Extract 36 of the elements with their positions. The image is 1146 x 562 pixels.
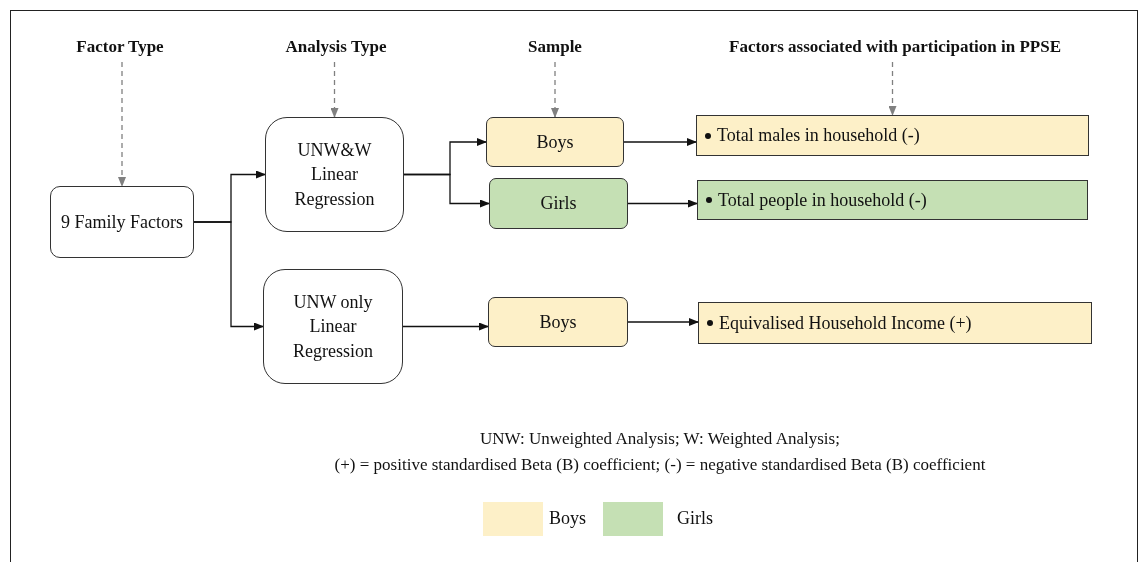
- box-text: Girls: [540, 192, 577, 216]
- note-text: UNW: Unweighted Analysis; W: Weighted Analysis;: [479, 429, 841, 449]
- result-box: [697, 180, 1088, 220]
- dashed-arrow: [330, 61, 339, 118]
- legend-label: Boys: [549, 508, 586, 529]
- box-text: UNW&W Linear Regression: [293, 139, 376, 211]
- box-text: Boys: [539, 310, 577, 334]
- box-text: Boys: [536, 130, 574, 154]
- box-text: UNW only Linear Regression: [292, 291, 374, 363]
- arrow: [402, 322, 489, 331]
- sample-box: [489, 178, 628, 229]
- box-text: Equivalised Household Income (+): [719, 311, 972, 335]
- box-text: 9 Family Factors: [61, 210, 183, 234]
- column-heading: Sample: [505, 36, 605, 58]
- arrow: [403, 173, 490, 208]
- sample-box: [486, 117, 624, 167]
- result-box: [696, 115, 1089, 156]
- dashed-arrow: [888, 61, 897, 116]
- column-heading: Factors associated with participation in PPSE: [680, 36, 1110, 58]
- column-heading: Analysis Type: [256, 36, 416, 58]
- arrow: [623, 138, 697, 146]
- dashed-arrow: [551, 61, 559, 118]
- arrow: [627, 199, 698, 208]
- dashed-arrow: [118, 61, 126, 187]
- process-box: [50, 186, 194, 258]
- process-box: [265, 117, 404, 232]
- process-box: [263, 269, 403, 384]
- box-text: Total males in household (-): [717, 124, 920, 148]
- box-text: Total people in household (-): [718, 188, 927, 212]
- result-box: [698, 302, 1092, 344]
- column-heading: Factor Type: [50, 36, 190, 58]
- arrow: [193, 221, 264, 331]
- note-text: (+) = positive standardised Beta (B) coefficient; (-) = negative standardised Beta (B) coefficient: [333, 455, 987, 475]
- legend-label: Girls: [677, 508, 713, 529]
- arrow: [627, 318, 699, 326]
- sample-box: [488, 297, 628, 347]
